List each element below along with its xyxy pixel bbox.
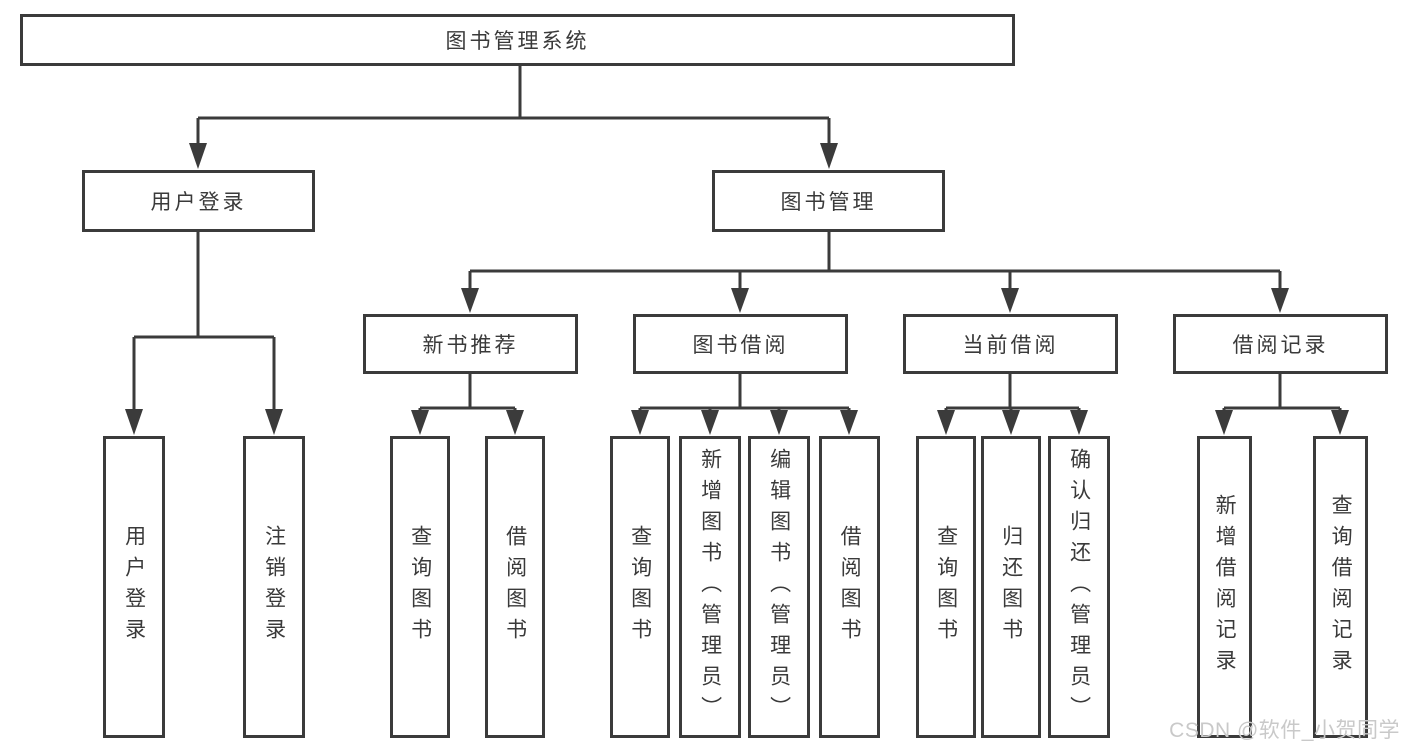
connector-borrowing-records <box>1215 374 1349 435</box>
leaf-edit-book-admin: 编辑图书（管理员） <box>748 436 810 738</box>
node-label: 新增图书（管理员） <box>698 447 722 727</box>
leaf-return-books: 归还图书 <box>981 436 1041 738</box>
node-label: 图书管理 <box>780 191 877 214</box>
node-new-book-recommendation: 新书推荐 <box>363 314 578 374</box>
node-label: 借阅记录 <box>1232 334 1329 357</box>
node-label: 当前借阅 <box>962 334 1059 357</box>
node-current-borrowing: 当前借阅 <box>903 314 1118 374</box>
node-label: 编辑图书（管理员） <box>767 447 791 727</box>
node-label: 借阅图书 <box>503 525 527 649</box>
node-label: 查询图书 <box>408 525 432 649</box>
node-label: 新书推荐 <box>422 334 519 357</box>
connector-current-borrowing <box>937 374 1088 435</box>
node-book-management: 图书管理 <box>712 170 945 232</box>
leaf-logout: 注销登录 <box>243 436 305 738</box>
connector-book-management <box>461 232 1289 313</box>
leaf-add-book-admin: 新增图书（管理员） <box>679 436 741 738</box>
node-label: 查询借阅记录 <box>1329 494 1353 680</box>
leaf-query-books-current: 查询图书 <box>916 436 976 738</box>
connector-root <box>189 66 838 169</box>
leaf-query-borrow-record: 查询借阅记录 <box>1313 436 1368 738</box>
node-label: 归还图书 <box>999 525 1023 649</box>
node-label: 新增借阅记录 <box>1213 494 1237 680</box>
node-label: 借阅图书 <box>838 525 862 649</box>
node-label: 查询图书 <box>628 525 652 649</box>
connector-user-login <box>125 232 283 435</box>
node-label: 图书管理系统 <box>445 30 590 53</box>
node-label: 查询图书 <box>934 525 958 649</box>
node-label: 用户登录 <box>150 191 247 214</box>
connector-book-borrowing <box>631 374 858 435</box>
leaf-confirm-return-admin: 确认归还（管理员） <box>1048 436 1110 738</box>
leaf-user-login: 用户登录 <box>103 436 165 738</box>
node-label: 确认归还（管理员） <box>1067 447 1091 727</box>
leaf-add-borrow-record: 新增借阅记录 <box>1197 436 1252 738</box>
leaf-query-books-recommend: 查询图书 <box>390 436 450 738</box>
leaf-query-books-borrowing: 查询图书 <box>610 436 670 738</box>
node-label: 注销登录 <box>262 525 286 649</box>
node-book-management-system: 图书管理系统 <box>20 14 1015 66</box>
node-user-login: 用户登录 <box>82 170 315 232</box>
node-borrowing-records: 借阅记录 <box>1173 314 1388 374</box>
csdn-watermark: CSDN @软件_小贺同学 <box>1169 719 1400 742</box>
leaf-borrow-books-recommend: 借阅图书 <box>485 436 545 738</box>
node-label: 图书借阅 <box>692 334 789 357</box>
node-label: 用户登录 <box>122 525 146 649</box>
node-book-borrowing: 图书借阅 <box>633 314 848 374</box>
connector-new-book-recommendation <box>411 374 524 435</box>
leaf-borrow-books-borrowing: 借阅图书 <box>819 436 880 738</box>
